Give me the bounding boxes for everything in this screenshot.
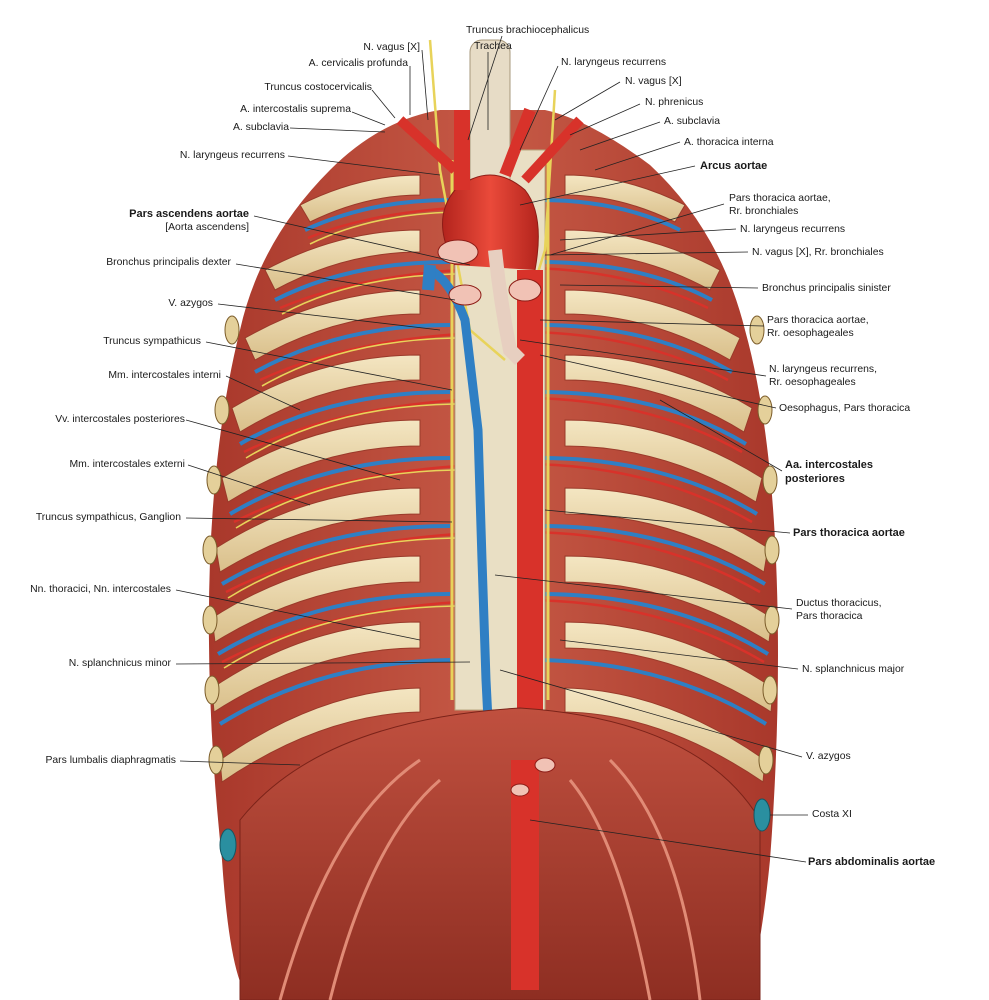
label-n-laryngeus-oes-1: N. laryngeus recurrens, xyxy=(769,364,877,375)
label-aorta-ascendens: [Aorta ascendens] xyxy=(165,222,249,233)
label-bronchus-principalis-dexter: Bronchus principalis dexter xyxy=(106,257,231,268)
label-truncus-sympathicus: Truncus sympathicus xyxy=(103,336,201,347)
label-pars-thoracica-aortae: Pars thoracica aortae xyxy=(793,527,905,539)
label-pars-thoracica-oes-1: Pars thoracica aortae, xyxy=(767,315,869,326)
label-trachea: Trachea xyxy=(474,41,512,52)
label-pars-lumbalis-diaphragmatis: Pars lumbalis diaphragmatis xyxy=(45,755,176,766)
label-n-splanchnicus-minor: N. splanchnicus minor xyxy=(68,658,171,669)
label-pars-thoracica-bronch-1: Pars thoracica aortae, xyxy=(729,193,831,204)
label-mm-intercostales-externi: Mm. intercostales externi xyxy=(69,459,186,470)
label-n-laryngeus-oes-2: Rr. oesophageales xyxy=(769,377,856,388)
label-n-vagus-top-right: N. vagus [X] xyxy=(625,76,682,87)
label-n-laryngeus-recurrens-top: N. laryngeus recurrens xyxy=(561,57,667,68)
label-oesophagus: Oesophagus, Pars thoracica xyxy=(779,403,911,414)
label-v-azygos-right: V. azygos xyxy=(806,751,851,762)
label-a-cervicalis-profunda: A. cervicalis profunda xyxy=(308,58,408,69)
label-vv-intercostales-posteriores: Vv. intercostales posteriores xyxy=(55,414,185,425)
label-a-subclavia-left: A. subclavia xyxy=(232,122,289,133)
label-n-vagus-bronchiales: N. vagus [X], Rr. bronchiales xyxy=(752,247,884,258)
a-carotis xyxy=(499,107,536,178)
a-subclavia-sin xyxy=(521,116,584,184)
pulmonary-cut-2 xyxy=(508,278,542,302)
label-n-splanchnicus-major: N. splanchnicus major xyxy=(802,664,905,675)
label-pars-thoracica-oes-2: Rr. oesophageales xyxy=(767,328,854,339)
label-ductus-thoracicus-1: Ductus thoracicus, xyxy=(796,598,882,609)
label-mm-intercostales-interni: Mm. intercostales interni xyxy=(108,370,221,381)
label-bronchus-principalis-sinister: Bronchus principalis sinister xyxy=(762,283,891,294)
label-pars-abdominalis-aortae: Pars abdominalis aortae xyxy=(808,856,936,868)
leader-lines xyxy=(175,35,808,863)
label-a-thoracica-interna: A. thoracica interna xyxy=(684,137,774,148)
costa-xi-section xyxy=(753,798,771,832)
label-n-laryngeus-recurrens-right: N. laryngeus recurrens xyxy=(740,224,846,235)
bronchi xyxy=(488,249,525,365)
pulmonary-cut-1 xyxy=(448,284,482,306)
costa-left-low xyxy=(219,828,237,862)
a-subclavia-dex xyxy=(396,116,459,174)
costal-sections xyxy=(202,315,780,775)
vena-cava-stub xyxy=(422,264,436,291)
label-pars-thoracica-bronch-2: Rr. bronchiales xyxy=(729,206,799,217)
label-pars-ascendens-aortae: Pars ascendens aortae xyxy=(129,208,249,220)
label-aa-intercostales-1: Aa. intercostales xyxy=(785,459,874,471)
abdominal-branch-cut xyxy=(534,757,556,773)
label-aa-intercostales-2: posteriores xyxy=(785,473,845,485)
label-n-phrenicus: N. phrenicus xyxy=(645,97,704,108)
diaphragm-fibres xyxy=(278,758,702,1000)
label-n-laryngeus-recurrens-left: N. laryngeus recurrens xyxy=(179,150,285,161)
label-truncus-costocervicalis: Truncus costocervicalis xyxy=(264,82,372,93)
abdominal-branch-cut-2 xyxy=(510,783,530,797)
label-truncus-brachiocephalicus: Truncus brachiocephalicus xyxy=(466,25,590,36)
label-costa-xi: Costa XI xyxy=(812,809,852,820)
label-truncus-sympathicus-ganglion: Truncus sympathicus, Ganglion xyxy=(35,512,181,523)
aorta-cut xyxy=(437,239,479,265)
label-a-subclavia-right: A. subclavia xyxy=(664,116,721,127)
label-arcus-aortae: Arcus aortae xyxy=(700,160,768,172)
label-n-vagus-left: N. vagus [X] xyxy=(363,42,420,53)
label-v-azygos-left: V. azygos xyxy=(168,298,213,309)
label-nn-thoracici: Nn. thoracici, Nn. intercostales xyxy=(30,584,171,595)
label-a-intercostalis-suprema: A. intercostalis suprema xyxy=(240,104,351,115)
intercostal-vessels xyxy=(216,198,770,726)
label-ductus-thoracicus-2: Pars thoracica xyxy=(796,611,863,622)
